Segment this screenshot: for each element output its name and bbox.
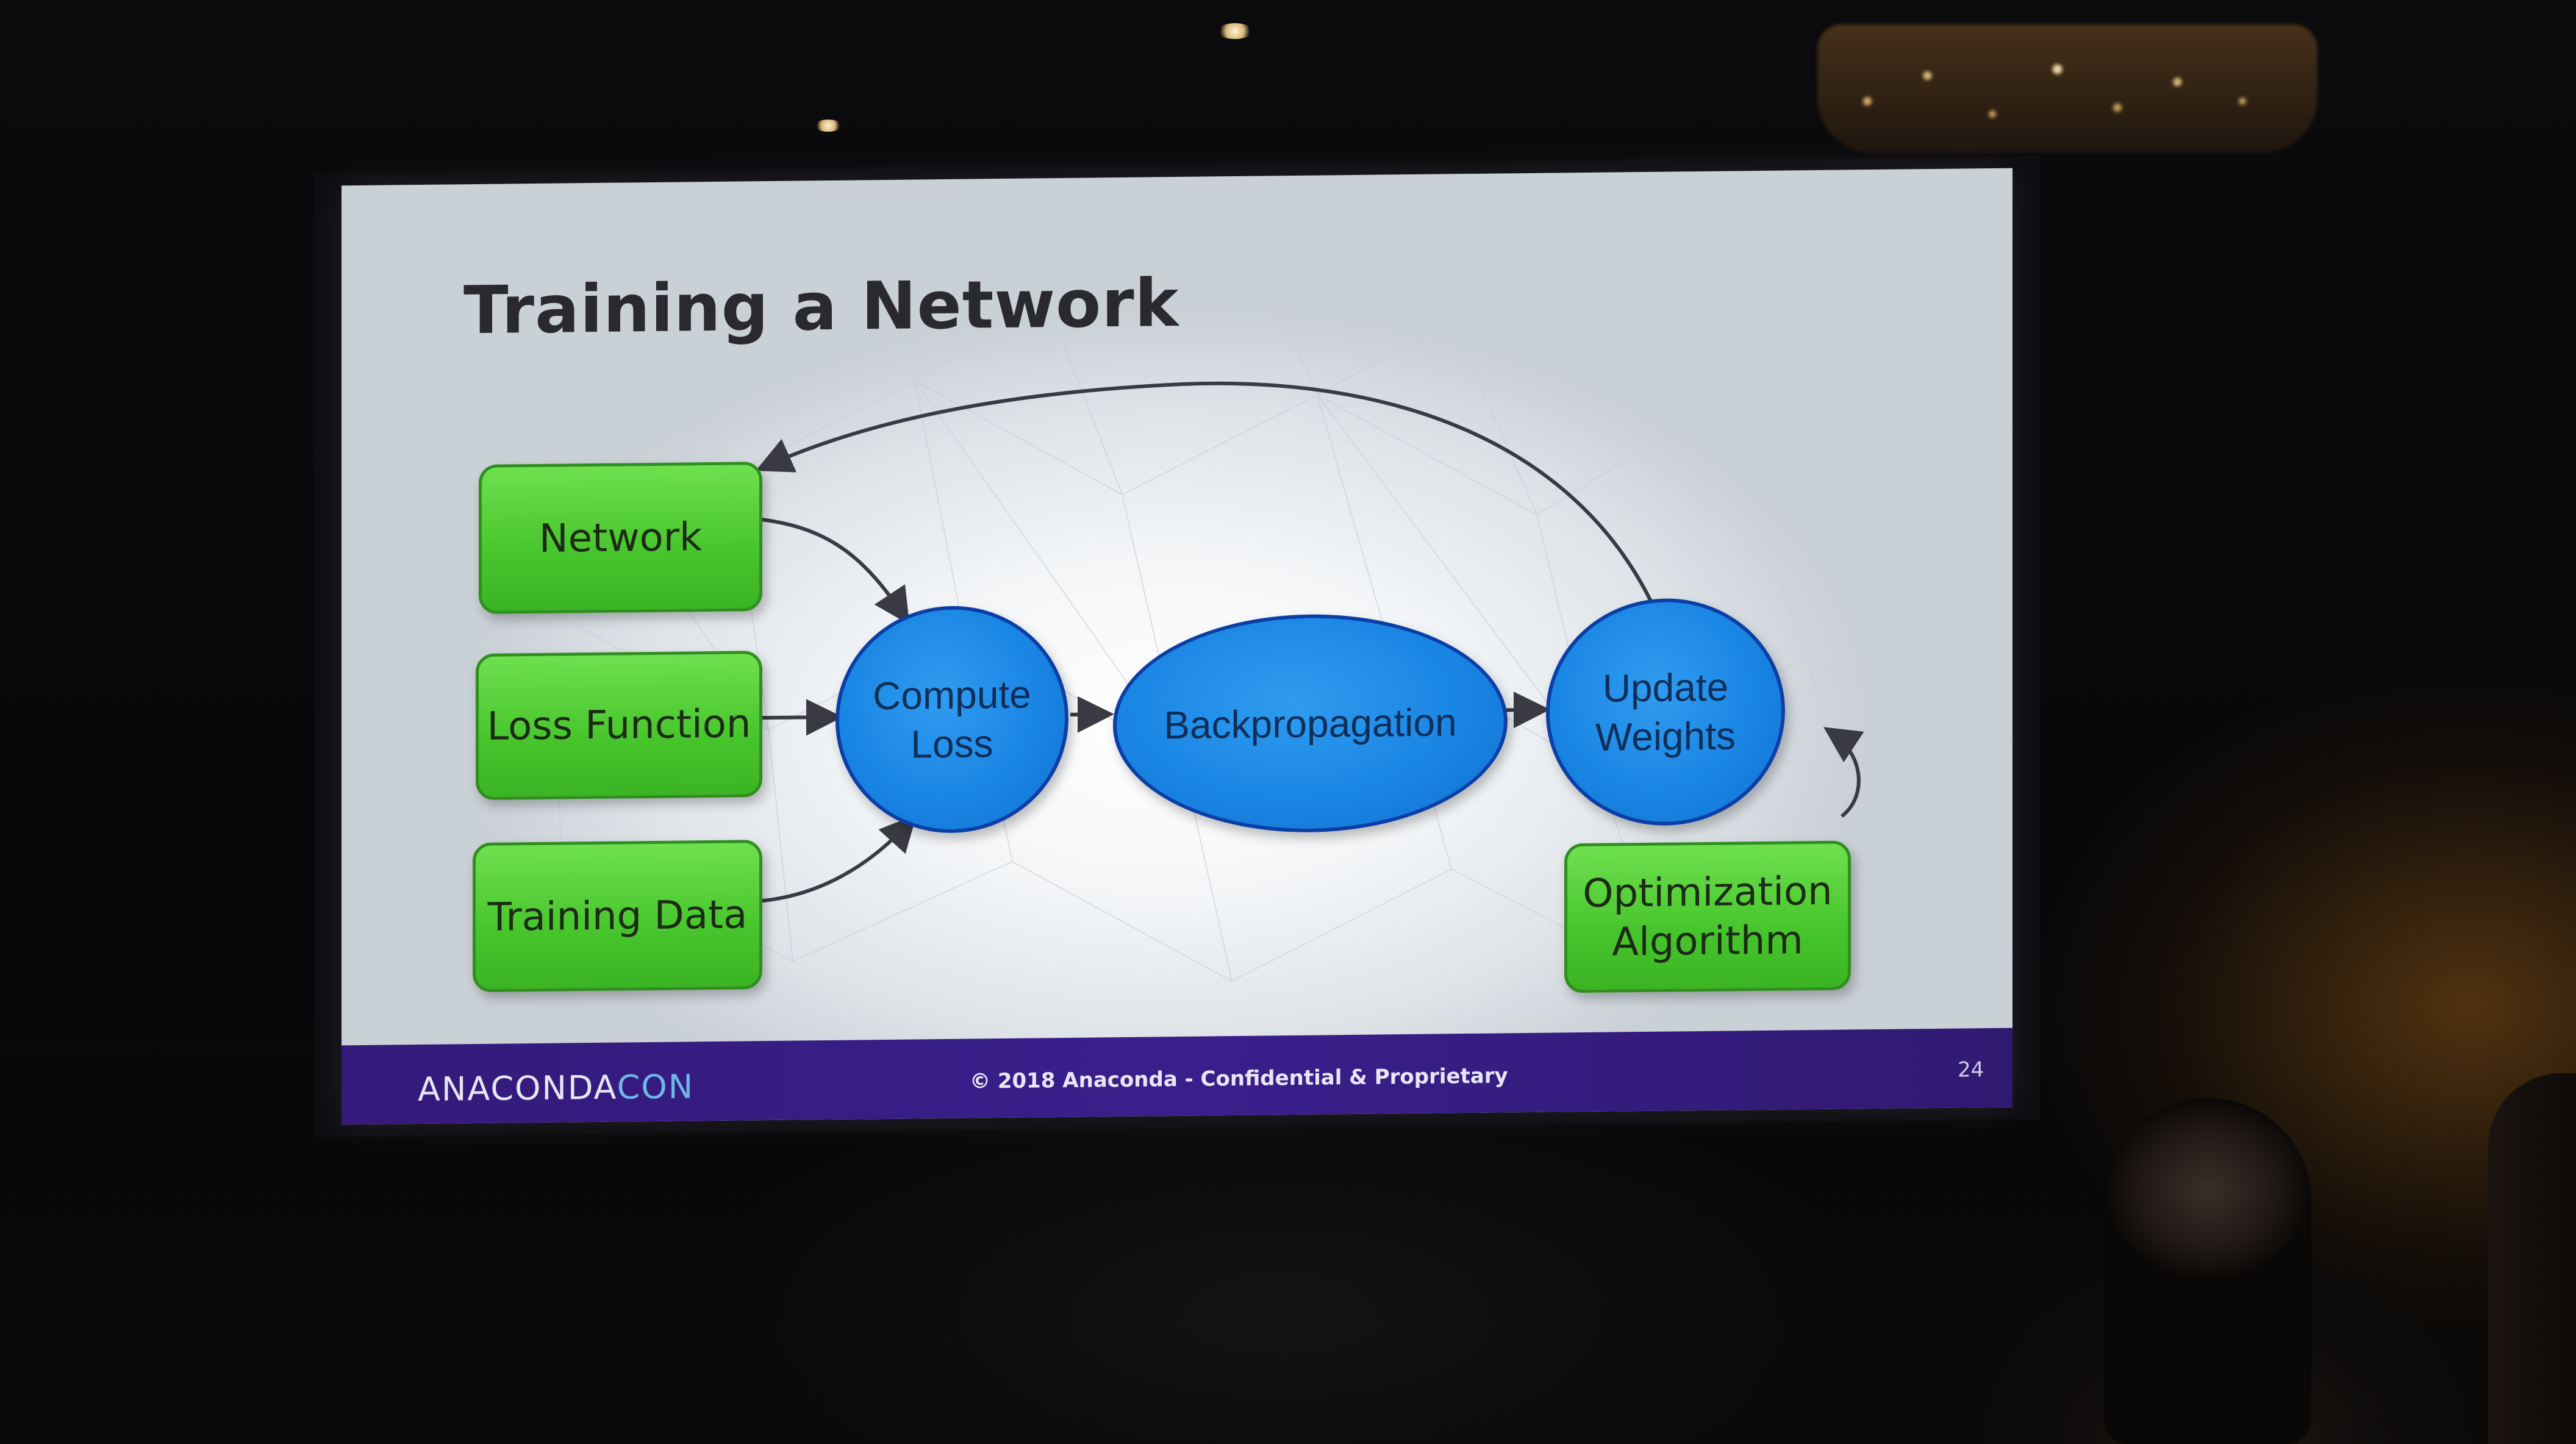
page-number: 24 bbox=[1958, 1057, 1984, 1082]
optimization-algorithm-node: Optimization Algorithm bbox=[1564, 840, 1851, 993]
brand-accent-text: CON bbox=[617, 1067, 695, 1107]
audience-member-partial bbox=[2488, 1073, 2576, 1444]
arrow-compute-loss-to-backprop bbox=[1070, 696, 1114, 733]
training-flow-diagram bbox=[756, 381, 1864, 903]
brand-main-text: ANACONDA bbox=[418, 1068, 617, 1109]
network-node: Network bbox=[479, 462, 762, 614]
arrow-update-weights-to-network bbox=[756, 381, 1655, 606]
ceiling-light bbox=[1217, 23, 1253, 39]
training-data-node: Training Data bbox=[473, 840, 762, 993]
arrow-optimization-to-update-weights bbox=[1823, 727, 1864, 818]
arrow-training-data-to-compute-loss bbox=[762, 814, 917, 903]
presentation-slide: Training a Network Network Loss Function… bbox=[342, 168, 2012, 1125]
audience-member-head bbox=[2104, 1098, 2311, 1444]
anacondacon-logo: ANACONDACON bbox=[418, 1067, 694, 1109]
arrow-network-to-compute-loss bbox=[762, 518, 910, 625]
ceiling-light bbox=[814, 120, 842, 132]
arrow-loss-function-to-compute-loss bbox=[762, 699, 843, 736]
chandelier bbox=[1817, 24, 2317, 152]
copyright-notice: © 2018 Anaconda - Confidential & Proprie… bbox=[970, 1063, 1508, 1094]
loss-function-node: Loss Function bbox=[476, 651, 762, 801]
